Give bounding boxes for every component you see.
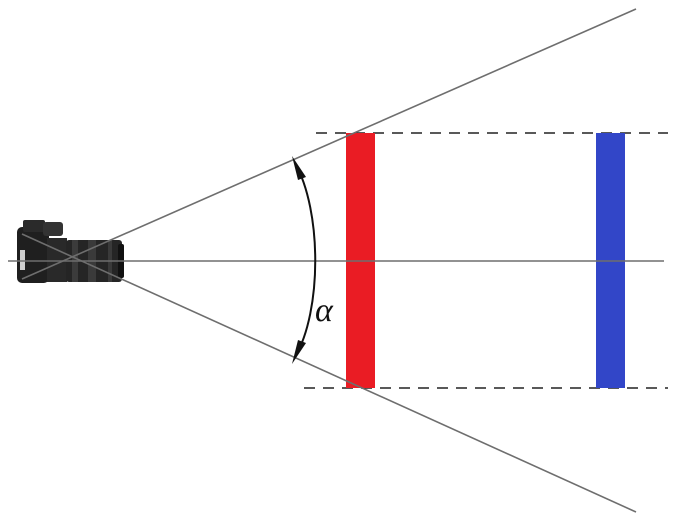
angle-arc-arrow <box>292 156 317 364</box>
fov-lower-line <box>21 233 637 513</box>
arrowhead-bottom <box>292 340 306 364</box>
angle-label: α <box>315 292 334 329</box>
fov-upper-line <box>21 8 637 280</box>
arrowhead-top <box>292 156 306 180</box>
